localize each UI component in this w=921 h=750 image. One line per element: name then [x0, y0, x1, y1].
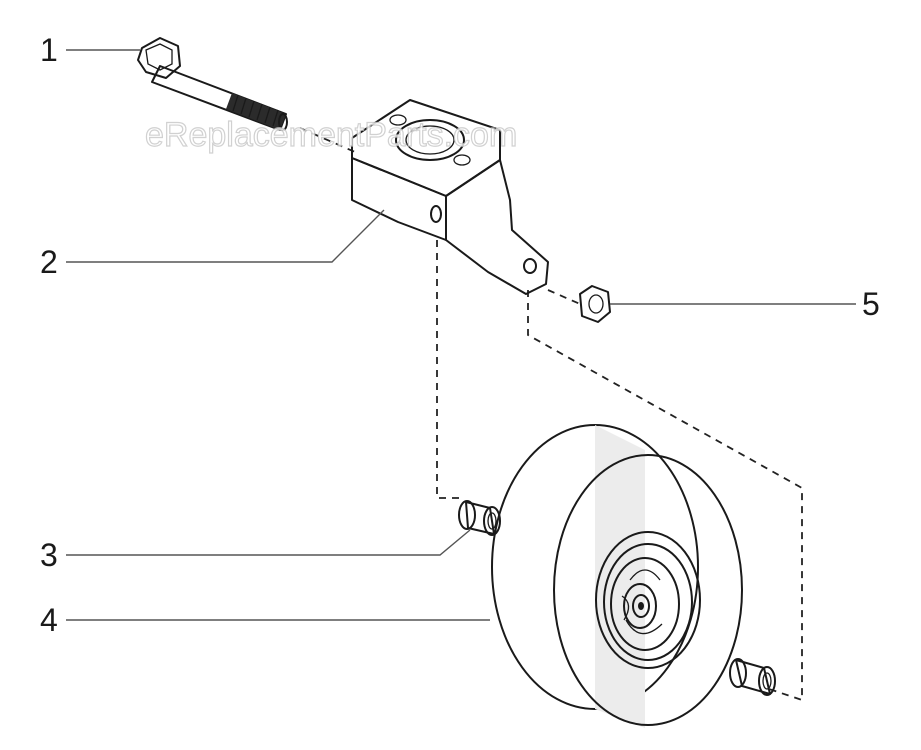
callout-2: 2 [40, 244, 58, 280]
assembly-guides [299, 127, 803, 702]
callout-4: 4 [40, 602, 58, 638]
bushing-icon-lower [729, 658, 776, 696]
callout-3: 3 [40, 537, 58, 573]
callout-5: 5 [862, 286, 880, 322]
caster-bracket-icon [351, 99, 549, 295]
callout-1: 1 [40, 32, 58, 68]
callout-labels: 1 2 3 4 5 [40, 32, 880, 638]
watermark: eReplacementParts.com [145, 116, 517, 154]
bushing-icon [458, 500, 501, 536]
leader-lines [66, 49, 856, 621]
bolt-icon [137, 37, 288, 131]
hex-nut-icon [579, 285, 611, 323]
wheel-icon [491, 424, 743, 728]
